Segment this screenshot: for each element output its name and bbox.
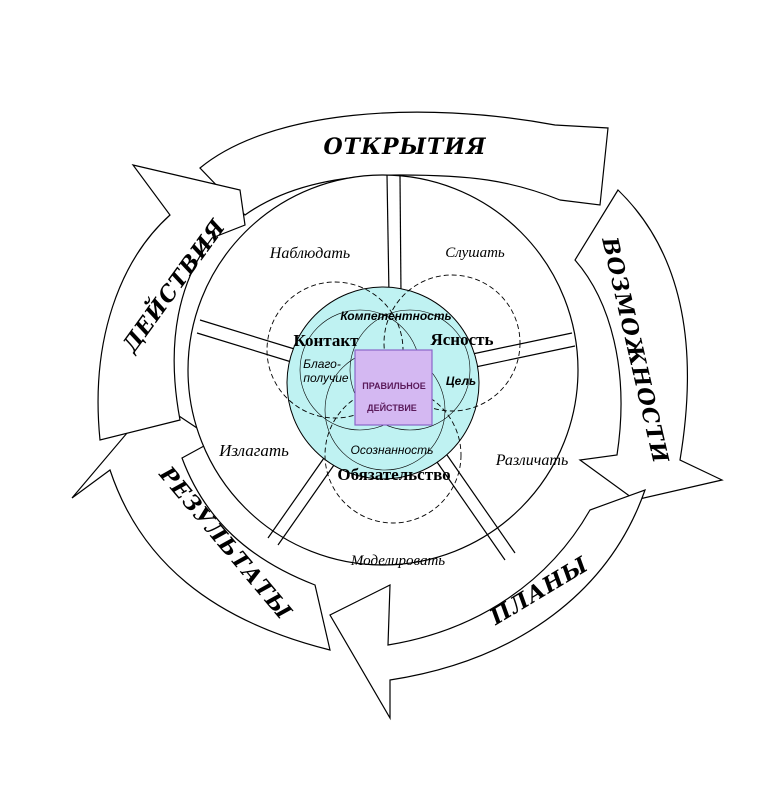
- ring-divider-top-b: [399, 175, 402, 296]
- ring-divider-top: [386, 174, 390, 296]
- arrow-shape-right: [574, 189, 724, 501]
- center-label-line2: ДЕЙСТВИЕ: [367, 402, 417, 413]
- ring-divider-bottom-left: [277, 464, 335, 546]
- arrow-shape-left: [97, 164, 246, 441]
- center-square: [354, 349, 433, 426]
- core-label-wellbeing-2: получие: [303, 371, 349, 385]
- outer-arrows: [71, 111, 724, 721]
- arrow-label-top: ОТКРЫТИЯ: [323, 134, 486, 160]
- arrow-shape-bottom-right: [329, 489, 646, 721]
- ring-divider-bottom-left-b: [267, 457, 325, 539]
- segment-label-left: Излагать: [218, 441, 289, 460]
- core-label-goal: Цель: [446, 374, 476, 388]
- segment-label-top-right: Слушать: [445, 245, 505, 261]
- ring-divider-left: [199, 319, 302, 352]
- arrow-shape-top: [199, 111, 609, 216]
- core: [266, 274, 521, 524]
- thin-circle-right: [349, 309, 471, 431]
- segment-label-top-left: Наблюдать: [269, 245, 350, 262]
- segment-label-bottom: Моделировать: [350, 553, 445, 569]
- core-label-competence: Компетентность: [340, 309, 451, 323]
- segment-label-right: Различать: [495, 452, 568, 469]
- dashed-circle-bottom: [324, 386, 462, 524]
- ring-divider-bottom-right-b: [436, 461, 506, 561]
- arrow-shape-bottom-left: [71, 399, 331, 651]
- core-label-clarity: Ясность: [430, 330, 493, 349]
- dashed-circle-right: [383, 274, 521, 412]
- ring-divider-right: [462, 332, 573, 357]
- core-label-contact: Контакт: [294, 331, 360, 350]
- core-label-commitment: Обязательство: [337, 465, 450, 484]
- core-label-awareness: Осознанность: [351, 443, 434, 457]
- ring-divider-left-b: [196, 332, 299, 365]
- ring-divider-bottom-right: [446, 454, 516, 554]
- ring-divider-right-b: [465, 345, 576, 370]
- center-label-line1: ПРАВИЛЬНОЕ: [362, 381, 425, 391]
- core-label-wellbeing-1: Благо-: [303, 357, 341, 371]
